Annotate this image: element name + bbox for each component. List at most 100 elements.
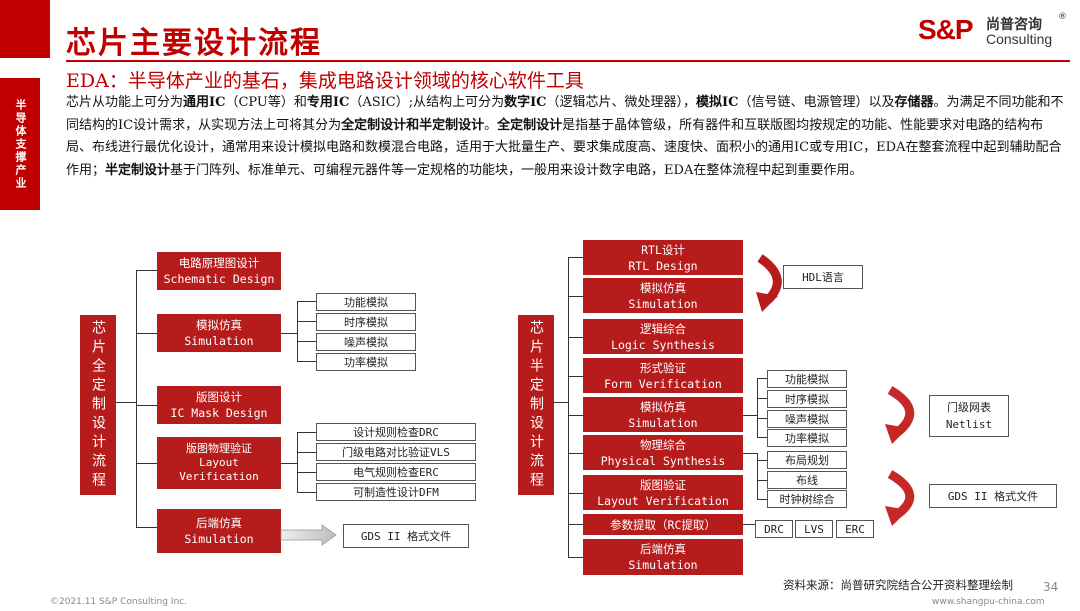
connector	[297, 432, 298, 492]
connector	[136, 333, 157, 334]
step-label-en: RTL Design	[628, 258, 698, 273]
gds-label: GDS II 格式文件	[929, 484, 1057, 508]
site-url: www.shangpu-china.com	[932, 597, 1045, 607]
netlist-cn: 门级网表	[947, 401, 991, 414]
connector	[568, 296, 583, 297]
logo-reg: ®	[1058, 12, 1067, 22]
connector	[297, 452, 316, 453]
sc-check-item: LVS	[795, 520, 833, 538]
step-label-en: Verification	[179, 470, 259, 483]
copyright: ©2021.11 S&P Consulting Inc.	[50, 597, 187, 607]
logo-brand: S&P	[918, 14, 974, 45]
source-note: 资料来源：尚普研究院结合公开资料整理绘制	[783, 578, 1013, 592]
step-label-cn: RTL设计	[641, 242, 685, 257]
connector	[743, 415, 757, 416]
section-tab: 半导体支撑产业	[0, 78, 40, 210]
step-label-en: Form Verification	[604, 376, 722, 391]
connector	[297, 301, 298, 361]
paragraph-keyword: 全定制设计和半定制设计	[341, 117, 485, 133]
sc-step-layout-verification: 版图验证 Layout Verification	[583, 475, 743, 510]
connector	[554, 402, 568, 403]
sc-sim-item: 时序模拟	[767, 390, 847, 408]
sc-step-simulation: 模拟仿真 Simulation	[583, 278, 743, 313]
connector	[297, 492, 316, 493]
paragraph-text: 。	[484, 117, 498, 133]
step-label-cn: 模拟仿真	[640, 280, 686, 295]
fc-sim-item: 功能模拟	[316, 293, 416, 311]
sc-step-rtl: RTL设计 RTL Design	[583, 240, 743, 275]
paragraph-text: 是指基于晶体管级，所有器件和互联版图均按规定的功能、性能要求对电路的结构布局、布…	[66, 117, 1062, 178]
paragraph-text: 。为满足不同功能和不同结构的IC设计需求，从实现方法上可将其分为	[66, 95, 1064, 133]
hdl-label: HDL语言	[783, 265, 863, 289]
full-custom-root: 芯片全定制设计流程	[80, 315, 116, 495]
sc-check-item: ERC	[836, 520, 874, 538]
corner-block	[0, 0, 50, 58]
step-label-en: Layout	[199, 456, 239, 469]
connector	[743, 524, 755, 525]
step-label-en: Simulation	[184, 334, 254, 348]
step-label-en: Simulation	[184, 532, 254, 546]
fc-verif-item: 电气规则检查ERC	[316, 463, 476, 481]
connector	[568, 453, 583, 454]
connector	[568, 257, 583, 258]
curved-arrow-icon	[885, 470, 915, 526]
connector	[743, 453, 757, 454]
connector	[136, 270, 137, 527]
page-number: 34	[1043, 580, 1059, 594]
connector	[116, 402, 136, 403]
connector	[757, 378, 767, 379]
fc-verif-item: 可制造性设计DFM	[316, 483, 476, 501]
sc-synth-item: 布局规划	[767, 451, 847, 469]
step-label-cn: 版图设计	[196, 390, 242, 404]
connector	[568, 493, 583, 494]
fc-verif-item: 设计规则检查DRC	[316, 423, 476, 441]
netlist-en: Netlist	[945, 418, 993, 431]
paragraph-keyword: 全定制设计	[497, 117, 563, 133]
fc-step-schematic: 电路原理图设计 Schematic Design	[157, 252, 281, 290]
connector	[297, 361, 316, 362]
step-label-cn: 版图物理验证	[186, 442, 252, 455]
netlist-label: 门级网表 Netlist	[929, 395, 1009, 437]
connector	[568, 524, 583, 525]
sc-step-simulation-2: 模拟仿真 Simulation	[583, 397, 743, 432]
paragraph-keyword: 通用IC	[183, 95, 226, 110]
sc-step-rc-extraction: 参数提取（RC提取）	[583, 514, 743, 535]
step-label-cn: 形式验证	[640, 360, 686, 375]
fc-sim-item: 噪声模拟	[316, 333, 416, 351]
step-label-en: Simulation	[628, 415, 698, 430]
connector	[297, 432, 316, 433]
curved-arrow-icon	[756, 254, 782, 312]
sc-synth-item: 布线	[767, 471, 847, 489]
right-arrow-icon	[280, 524, 337, 546]
connector	[757, 378, 758, 437]
fc-step-backend-sim: 后端仿真 Simulation	[157, 509, 281, 553]
logo-en: Consulting	[986, 31, 1053, 47]
connector	[757, 398, 767, 399]
fc-sim-item: 功率模拟	[316, 353, 416, 371]
step-label-en: IC Mask Design	[170, 406, 268, 420]
connector	[757, 437, 767, 438]
step-label-cn: 模拟仿真	[640, 399, 686, 414]
sc-sim-item: 噪声模拟	[767, 410, 847, 428]
intro-paragraph: 芯片从功能上可分为通用IC（CPU等）和专用IC（ASIC）;从结构上可分为数字…	[66, 92, 1066, 182]
connector	[568, 376, 583, 377]
fc-verif-item: 门级电路对比验证VLS	[316, 443, 476, 461]
page-title: 芯片主要设计流程	[66, 26, 322, 61]
connector	[757, 460, 767, 461]
semi-custom-root: 芯片半定制设计流程	[518, 315, 554, 495]
fc-step-mask-design: 版图设计 IC Mask Design	[157, 386, 281, 424]
paragraph-keyword: 半定制设计	[105, 162, 171, 178]
step-label-cn: 物理综合	[640, 437, 686, 452]
step-label-cn: 电路原理图设计	[178, 256, 260, 270]
connector	[136, 463, 157, 464]
step-label-en: Simulation	[628, 296, 698, 311]
connector	[757, 418, 767, 419]
connector	[568, 257, 569, 557]
connector	[136, 270, 157, 271]
step-label-en: Logic Synthesis	[611, 337, 715, 352]
paragraph-keyword: 存储器	[894, 95, 934, 110]
paragraph-text: （信号链、电源管理）以及	[738, 95, 895, 110]
paragraph-text: （CPU等）和	[225, 95, 307, 110]
paragraph-keyword: 专用IC	[306, 95, 350, 110]
